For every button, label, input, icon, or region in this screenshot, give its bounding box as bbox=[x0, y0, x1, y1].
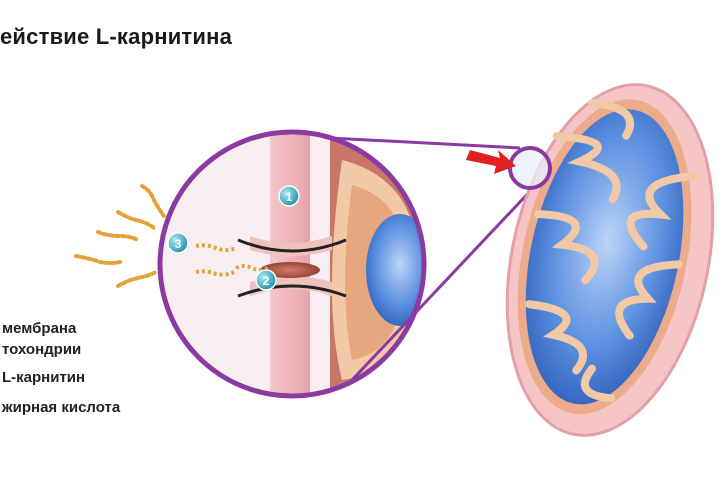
small-magnifier bbox=[508, 146, 552, 190]
fatty-acid-chains bbox=[74, 184, 166, 288]
magnifier-view bbox=[157, 129, 427, 399]
marker-1: 1 bbox=[278, 185, 300, 207]
channel-bottom-line bbox=[237, 284, 347, 298]
cristae bbox=[525, 98, 700, 403]
fatty-acid-chain bbox=[116, 270, 158, 288]
legend-item-l-carnitine: L-карнитин bbox=[2, 369, 86, 386]
connector-line-bottom bbox=[350, 183, 538, 382]
svg-text:2: 2 bbox=[263, 274, 270, 288]
channel-top-line bbox=[237, 238, 347, 253]
mito-matrix bbox=[525, 109, 684, 405]
diagram-title: ействие L-карнитина bbox=[0, 24, 233, 49]
red-arrow bbox=[466, 150, 516, 174]
legend: мембрана тохондрии L-карнитин жирная кис… bbox=[2, 318, 120, 427]
fatty-acid-chain bbox=[116, 210, 156, 230]
magnifier-ring bbox=[157, 129, 427, 399]
mitochondrion bbox=[505, 83, 715, 437]
fatty-acid-chain bbox=[140, 184, 166, 218]
fatty-acid-chain bbox=[74, 254, 122, 265]
legend-item-fatty-acid: жирная кислота bbox=[2, 399, 121, 416]
marker-3: 3 bbox=[167, 232, 189, 254]
svg-text:3: 3 bbox=[175, 237, 182, 251]
connector-line-top bbox=[329, 136, 521, 150]
legend-item-membrane: мембрана тохондрии bbox=[2, 320, 82, 358]
marker-2: 2 bbox=[255, 269, 277, 291]
svg-text:1: 1 bbox=[286, 190, 293, 204]
carnitine-molecule bbox=[260, 262, 320, 278]
fatty-acid-chain bbox=[96, 230, 140, 242]
